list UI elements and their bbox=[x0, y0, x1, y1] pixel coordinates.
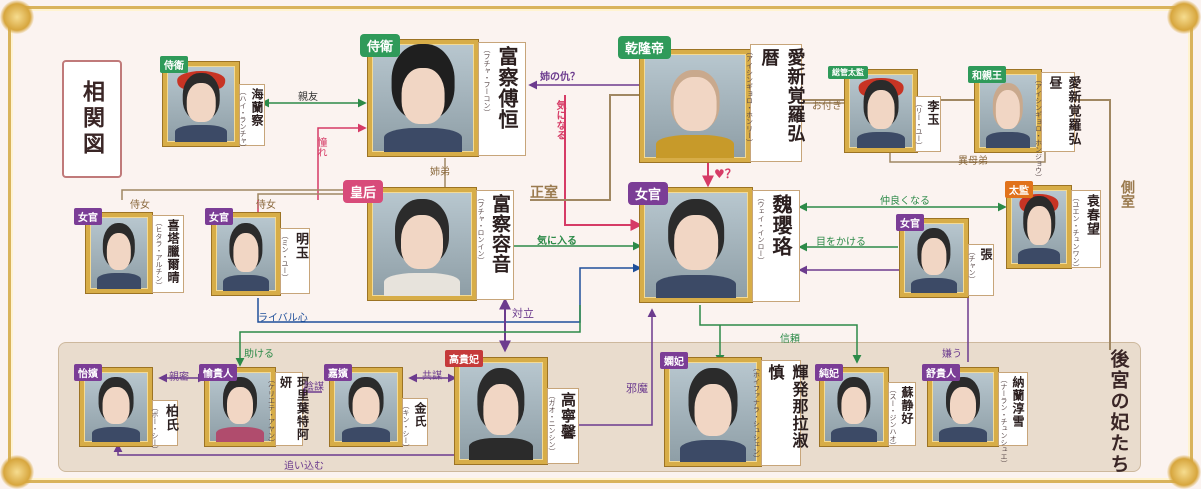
portrait-shufei bbox=[665, 358, 761, 466]
name-chunfei: 蘇静好（スー・ジンハオ） bbox=[888, 382, 916, 449]
name-emperor: 愛新覚羅弘暦（アイシンギョロ・ホンリー） bbox=[746, 44, 806, 162]
role-badge: 侍衛 bbox=[360, 34, 401, 57]
portrait-mingyu bbox=[212, 213, 280, 295]
role-badge: 乾隆帝 bbox=[618, 36, 672, 59]
relation-label: 正室 bbox=[530, 185, 558, 201]
name-empress: 富察容音（フチャ・ロンイン） bbox=[476, 190, 514, 300]
relation-label: ライバル心 bbox=[258, 313, 308, 324]
portrait-shuguiren bbox=[928, 368, 998, 446]
relation-label: 信頼 bbox=[780, 334, 800, 345]
relation-label: 侍女 bbox=[130, 200, 150, 211]
role-badge: 女官 bbox=[205, 208, 233, 225]
portrait-jiabin bbox=[330, 368, 402, 446]
relation-label: 親密 bbox=[169, 372, 189, 383]
name-jiabin: 金氏（キン・シー） bbox=[402, 398, 428, 451]
portrait-yijiao bbox=[80, 368, 152, 446]
relation-label: 助ける bbox=[244, 349, 274, 360]
role-badge: 皇后 bbox=[343, 180, 384, 203]
portrait-yuanchunwang bbox=[1007, 186, 1071, 268]
corner-ornament bbox=[0, 0, 34, 34]
relation-label: ♥？ bbox=[714, 167, 737, 181]
portrait-gaoguifei bbox=[455, 358, 547, 464]
role-badge: 太監 bbox=[1005, 181, 1033, 198]
role-badge: 和親王 bbox=[968, 66, 1006, 83]
portrait-erqing bbox=[86, 213, 152, 293]
portrait-hongzhou bbox=[975, 70, 1041, 152]
relation-label: 異母弟 bbox=[958, 156, 988, 167]
relation-label: 親友 bbox=[298, 92, 318, 103]
name-shufei: 輝発那拉淑慎（ホイファナラ・シュシェン） bbox=[753, 360, 809, 466]
portrait-hailancha bbox=[163, 62, 239, 146]
relation-label: 憧れ bbox=[315, 137, 326, 157]
role-badge: 嘉嬪 bbox=[324, 364, 352, 381]
name-liyu: 李玉（リー・ユー） bbox=[915, 96, 941, 152]
relation-label: 姉弟 bbox=[430, 167, 450, 178]
portrait-chunfei bbox=[820, 368, 888, 446]
portrait-zhang bbox=[900, 219, 968, 297]
relation-label: 側室 bbox=[1119, 180, 1135, 208]
harem-title: 後宮の妃たち bbox=[1107, 349, 1130, 475]
portrait-weiyingluo bbox=[640, 188, 752, 302]
role-badge: 侍衛 bbox=[160, 56, 188, 73]
corner-ornament bbox=[0, 455, 34, 489]
chart-title: 相関図 bbox=[62, 60, 122, 178]
name-erqing: 喜塔臘爾晴（ヒタラ・アルチン） bbox=[152, 215, 184, 293]
role-badge: 愉貴人 bbox=[199, 364, 237, 381]
relation-label: 目をかける bbox=[816, 237, 866, 248]
name-shuguiren: 納蘭淳雪（ナーラン・チュンシュエ） bbox=[998, 372, 1028, 467]
name-zhang: 張（チャン） bbox=[968, 244, 994, 296]
role-badge: 嫻妃 bbox=[660, 352, 688, 369]
name-gaoguifei: 高寧馨（ガオ・ニンシン） bbox=[547, 388, 579, 464]
name-yijiao: 柏氏（ボー・シー） bbox=[151, 400, 178, 453]
name-yuanchunwang: 袁春望（ユエン・チュンワン） bbox=[1071, 190, 1101, 271]
role-badge: 怡嬪 bbox=[74, 364, 102, 381]
relation-label: 仲良くなる bbox=[880, 196, 930, 207]
role-badge: 女官 bbox=[628, 182, 669, 205]
relation-label: 追い込む bbox=[284, 461, 324, 472]
portrait-yuguiren bbox=[205, 368, 275, 446]
role-badge: 総管太監 bbox=[828, 66, 868, 79]
relation-label: 嫌う bbox=[942, 349, 962, 360]
name-yuguiren: 珂里葉特阿妍（ケリエテ・アヤン） bbox=[268, 372, 310, 446]
corner-ornament bbox=[1167, 0, 1201, 34]
portrait-emperor bbox=[640, 50, 750, 162]
role-badge: 女官 bbox=[74, 208, 102, 225]
portrait-liyu bbox=[845, 70, 917, 152]
role-badge: 舒貴人 bbox=[922, 364, 960, 381]
relation-label: 共謀 bbox=[422, 371, 442, 382]
relation-label: 邪魔 bbox=[626, 382, 648, 395]
relation-label: お付き bbox=[812, 101, 842, 112]
relation-label: 気に入る bbox=[537, 236, 577, 247]
name-mingyu: 明玉（ミン・ユー） bbox=[280, 228, 310, 294]
name-weiyingluo: 魏瓔珞（ウェイ・インロー） bbox=[752, 190, 800, 302]
portrait-empress bbox=[368, 188, 476, 300]
relation-label: 対立 bbox=[512, 307, 534, 320]
relation-label: 侍女 bbox=[256, 200, 276, 211]
relation-label: 気になる bbox=[554, 100, 565, 140]
name-hailancha: 海蘭察（ハイ・ランチャ） bbox=[239, 84, 265, 151]
name-hongzhou: 愛新覚羅弘昼（アイシンギョロ・ホンジョウ） bbox=[1035, 72, 1081, 181]
corner-ornament bbox=[1167, 455, 1201, 489]
role-badge: 女官 bbox=[896, 214, 924, 231]
portrait-fuheng bbox=[368, 40, 478, 156]
role-badge: 高貴妃 bbox=[445, 350, 483, 367]
name-fuheng: 富察傅恒（フチャ・フーコン） bbox=[478, 42, 526, 156]
relation-label: 陰謀 bbox=[304, 382, 324, 393]
role-badge: 純妃 bbox=[815, 364, 843, 381]
relation-label: 姉の仇？ bbox=[540, 72, 580, 83]
